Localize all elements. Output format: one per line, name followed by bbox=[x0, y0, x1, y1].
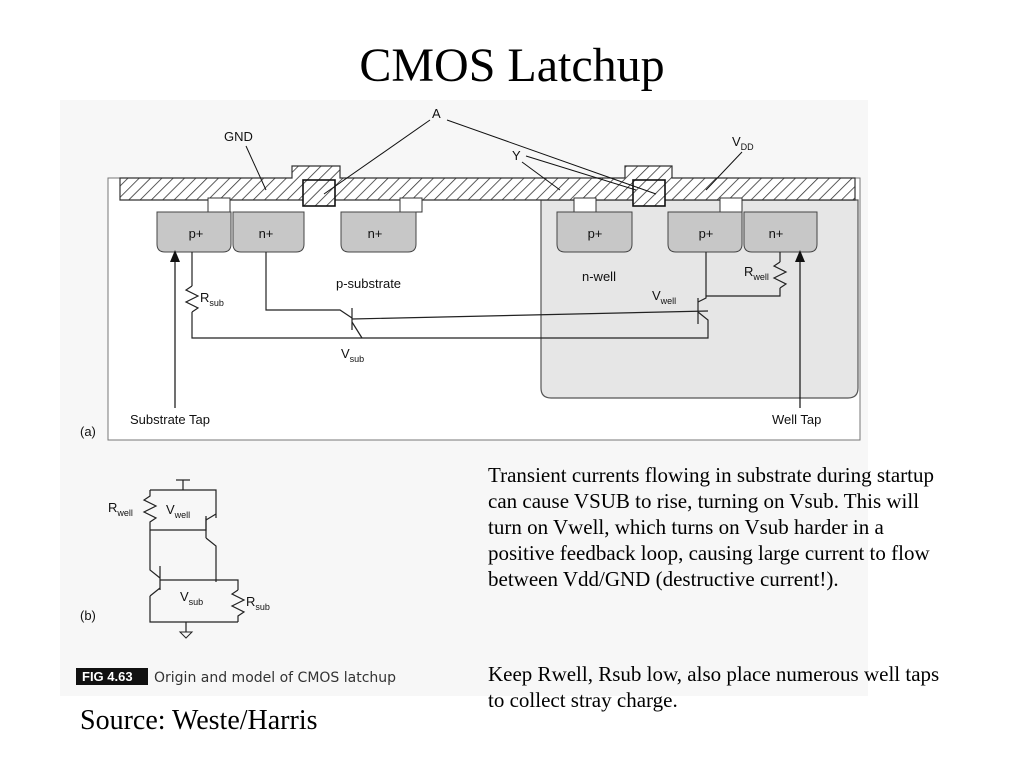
figure-number: FIG 4.63 bbox=[82, 669, 133, 684]
recommendation-paragraph: Keep Rwell, Rsub low, also place numerou… bbox=[488, 662, 940, 712]
label-y: Y bbox=[512, 148, 521, 163]
a-pointer-right bbox=[446, 119, 657, 195]
label-part-b: (b) bbox=[80, 608, 96, 623]
gnd-pointer bbox=[245, 145, 267, 191]
svg-text:p+: p+ bbox=[588, 226, 603, 241]
diffusion-p-plus-substrate: p+ bbox=[156, 211, 232, 253]
y-pointer-left bbox=[521, 161, 561, 191]
label-vwell: Vwell bbox=[652, 288, 676, 306]
parasitic-wiring bbox=[184, 252, 788, 339]
label-b-vwell: Vwell bbox=[166, 502, 190, 520]
oxide-opening bbox=[719, 197, 743, 213]
svg-text:n+: n+ bbox=[769, 226, 784, 241]
well-tap-arrow bbox=[795, 250, 805, 408]
diffusion-n-plus-source: n+ bbox=[232, 211, 305, 253]
figure-caption: Origin and model of CMOS latchup bbox=[154, 670, 396, 686]
oxide-opening bbox=[573, 197, 597, 213]
label-p-substrate: p-substrate bbox=[336, 276, 401, 291]
label-substrate-tap: Substrate Tap bbox=[130, 412, 210, 427]
svg-text:p+: p+ bbox=[189, 226, 204, 241]
figure-number-badge bbox=[76, 668, 148, 685]
oxide-opening bbox=[207, 197, 231, 213]
label-rwell: Rwell bbox=[744, 264, 769, 282]
label-part-a: (a) bbox=[80, 424, 96, 439]
label-b-rsub: Rsub bbox=[246, 594, 270, 612]
slide-title: CMOS Latchup bbox=[359, 39, 665, 92]
ground-symbol bbox=[178, 631, 194, 639]
nmos-gate bbox=[302, 179, 336, 207]
diffusion-p-plus-drain: p+ bbox=[556, 211, 633, 253]
label-a: A bbox=[432, 106, 441, 121]
label-vsub: Vsub bbox=[341, 346, 364, 364]
label-n-well: n-well bbox=[582, 269, 616, 284]
label-gnd: GND bbox=[224, 129, 253, 144]
label-b-vsub: Vsub bbox=[180, 589, 203, 607]
oxide-opening bbox=[399, 197, 423, 213]
source-credit: Source: Weste/Harris bbox=[80, 705, 318, 736]
svg-text:n+: n+ bbox=[368, 226, 383, 241]
label-well-tap: Well Tap bbox=[772, 412, 821, 427]
label-b-rwell: Rwell bbox=[108, 500, 133, 518]
vdd-pointer bbox=[705, 151, 743, 191]
label-rsub: Rsub bbox=[200, 290, 224, 308]
diffusion-n-plus-well-tap: n+ bbox=[743, 211, 818, 253]
pmos-gate bbox=[632, 179, 666, 207]
diffusion-p-plus-source: p+ bbox=[667, 211, 743, 253]
label-vdd: VDD bbox=[732, 134, 754, 152]
latchup-figure: p+ n+ n+ p+ p+ n+ GND A Y VDD p-substrat… bbox=[60, 100, 868, 696]
explanation-paragraph: Transient currents flowing in substrate … bbox=[488, 463, 934, 591]
svg-text:p+: p+ bbox=[699, 226, 714, 241]
a-pointer-left bbox=[323, 119, 431, 195]
y-pointer-right bbox=[525, 155, 637, 191]
substrate-tap-arrow bbox=[170, 250, 180, 408]
svg-text:n+: n+ bbox=[259, 226, 274, 241]
equivalent-circuit bbox=[142, 479, 246, 632]
diffusion-n-plus-drain: n+ bbox=[340, 211, 417, 253]
